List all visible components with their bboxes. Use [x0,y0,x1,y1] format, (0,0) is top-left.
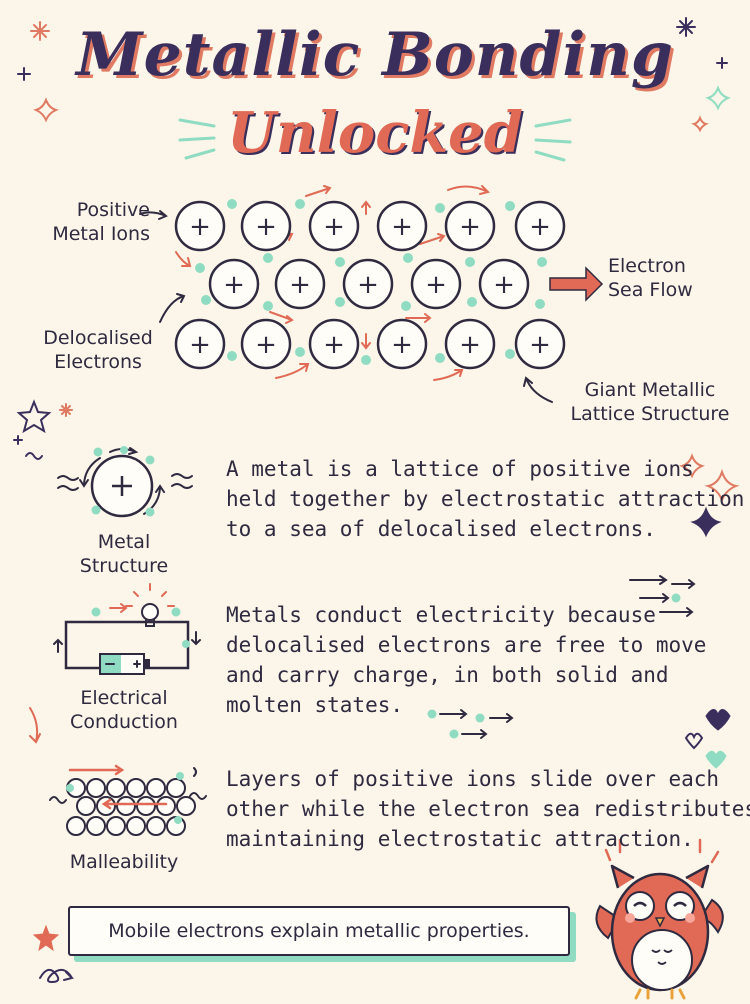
metal-structure-text: A metal is a lattice of positive ions he… [226,457,745,541]
positive-metal-ions [174,200,566,370]
malleability-arrows [49,764,207,810]
positive-ion-symbol: + [391,330,413,360]
owl-mascot-icon [595,838,724,1000]
positive-ion-symbol: + [459,330,481,360]
label-electron-sea-flow: Electron Sea Flow [608,255,693,301]
positive-ion-0-5 [514,200,566,252]
electrical-conduction-label: Electrical Conduction [70,687,178,733]
malleability-electrons [66,772,184,824]
label-giant-metallic-lattice: Giant Metallic Lattice Structure [570,379,730,425]
label-positive-metal-ions: Positive Metal Ions [52,199,150,245]
malleability-ion [86,816,106,836]
positive-ion-symbol: + [223,270,245,300]
positive-ion-2-2 [308,318,360,370]
summary-callout: Mobile electrons explain metallic proper… [68,906,570,956]
positive-ion-1-3 [410,258,462,310]
page-title: Metallic Bonding [76,20,674,90]
malleability-ion [146,816,166,836]
positive-ion-2-3 [376,318,428,370]
positive-ion-2-5 [514,318,566,370]
malleability-ion [126,816,146,836]
positive-ion-symbol: + [255,212,277,242]
positive-ion-symbol: + [323,330,345,360]
positive-ion-0-0 [174,200,226,252]
positive-ion-1-2 [342,258,394,310]
positive-ion-2-0 [174,318,226,370]
side-doodles [13,399,740,984]
malleability-ion [166,778,186,798]
malleability-ion [106,816,126,836]
malleability-ion [116,796,136,816]
electron-sea-flow-arrow [549,266,604,302]
conduction-arrows [439,575,696,739]
malleability-ion [126,778,146,798]
positive-ion-symbol: + [323,212,345,242]
malleability-text: Layers of positive ions slide over each … [226,767,750,851]
positive-ion-1-1 [274,258,326,310]
positive-ion-1-4 [478,258,530,310]
positive-ion-symbol: + [529,212,551,242]
page-subtitle: Unlocked [227,100,523,166]
positive-ion-0-1 [240,200,292,252]
positive-ion-symbol: + [391,212,413,242]
positive-ion-symbols: + + + + + + + + + + + + + + + + + [189,212,551,360]
positive-ion-symbol: + [289,270,311,300]
positive-ion-2-1 [240,318,292,370]
malleability-ion [76,796,96,816]
label-pointers [139,210,553,403]
malleability-ion [86,778,106,798]
positive-ion-symbol: + [255,330,277,360]
electrical-circuit-icon [53,583,201,675]
positive-ion-2-4 [444,318,496,370]
positive-ion-1-0 [208,258,260,310]
positive-ion-symbol: + [459,212,481,242]
positive-ion-symbol: + [189,330,211,360]
malleability-ion [176,796,196,816]
malleability-icon [66,778,196,836]
label-delocalised-electrons: Delocalised Electrons [43,327,153,373]
conduction-electrons [427,593,681,739]
malleability-ion [106,778,126,798]
electrical-conduction-text: Metals conduct electricity because deloc… [226,603,707,717]
positive-ion-symbol: + [189,212,211,242]
delocalised-electron-dots [195,199,553,365]
malleability-label: Malleability [69,851,179,873]
title-sparkles [17,17,731,162]
metal-lattice: + + + + + + + + + + + + + + + + + [139,185,604,403]
positive-ion-0-2 [308,200,360,252]
malleability-ion [66,816,86,836]
malleability-ion [136,796,156,816]
positive-ion-symbol: + [425,270,447,300]
positive-ion-symbol: + [357,270,379,300]
positive-ion-symbol: + [529,330,551,360]
positive-ion-0-3 [376,200,428,252]
positive-ion-0-4 [444,200,496,252]
metal-structure-label: Metal Structure [79,531,169,577]
malleability-ion [156,796,176,816]
positive-ion-symbol: + [493,270,515,300]
metal-structure-icon [57,446,193,518]
malleability-ion [146,778,166,798]
